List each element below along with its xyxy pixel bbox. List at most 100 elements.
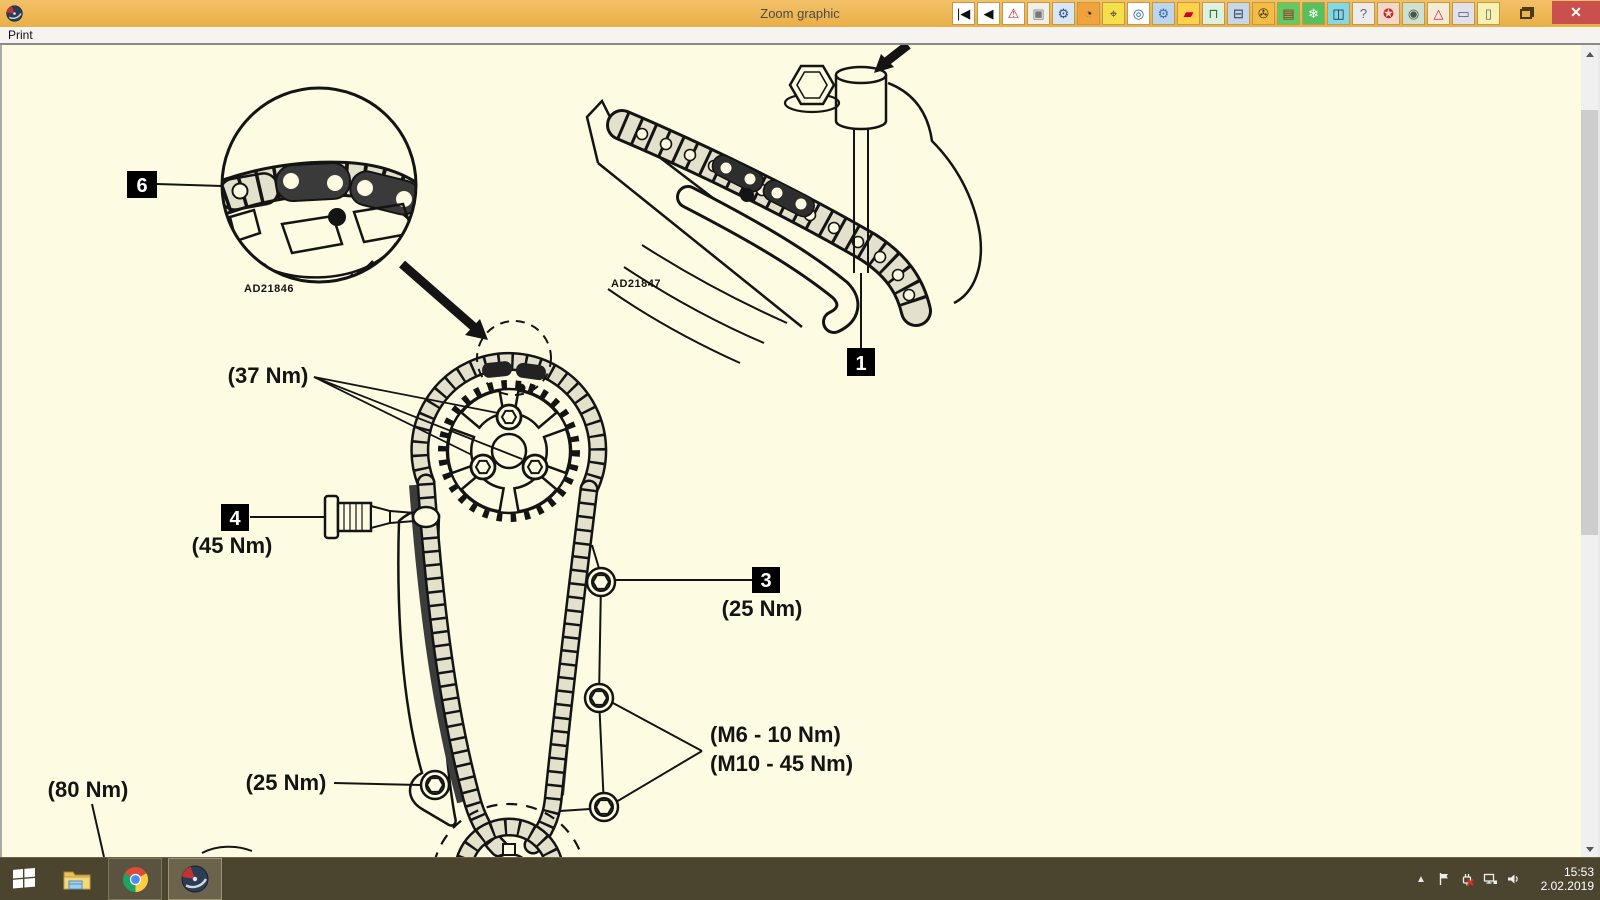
callout-6-label: 6 bbox=[136, 175, 147, 197]
toolbar-abs-warning-icon[interactable]: △ bbox=[1427, 2, 1450, 25]
marked-chain-link bbox=[711, 154, 764, 193]
network-icon[interactable] bbox=[1482, 871, 1498, 887]
callout-1-label: 1 bbox=[855, 353, 866, 375]
sprocket-bolt bbox=[521, 453, 549, 481]
graphic-viewport: 6 AD21846 bbox=[0, 45, 1600, 858]
toolbar-airbags-srs-icon[interactable]: ✪ bbox=[1377, 2, 1400, 25]
toolbar-wheel-alignment-icon[interactable]: ◎ bbox=[1127, 2, 1150, 25]
toolbar-battery-disconnection-icon[interactable]: ▤ bbox=[1277, 2, 1300, 25]
tensioner-bolt-drawing bbox=[323, 494, 441, 540]
toolbar-air-conditioning-icon[interactable]: ❄ bbox=[1302, 2, 1325, 25]
toolbar-repair-times-icon[interactable]: ⚙ bbox=[1052, 2, 1075, 25]
window-edge bbox=[1598, 45, 1600, 858]
toolbar-technical-alerts-icon[interactable]: ⚠ bbox=[1002, 2, 1025, 25]
torque-sprocket-bolts: (37 Nm) bbox=[228, 363, 309, 388]
guide-bolt bbox=[588, 791, 620, 823]
file-explorer-button[interactable] bbox=[52, 858, 102, 900]
clock-time: 15:53 bbox=[1563, 865, 1594, 879]
app-disc-icon bbox=[6, 5, 23, 27]
guide-bolt bbox=[585, 566, 617, 598]
tray-expand-icon[interactable]: ▲ bbox=[1416, 873, 1426, 885]
toolbar-road-tests-icon[interactable]: ▰ bbox=[1177, 2, 1200, 25]
tensioner-arm bbox=[397, 508, 457, 827]
chrome-button[interactable] bbox=[108, 858, 162, 900]
torque-guide-bolt-top: (25 Nm) bbox=[722, 596, 803, 621]
torque-m6: (M6 - 10 Nm) bbox=[710, 722, 841, 747]
toolbar-nav-first-button[interactable]: |◀ bbox=[952, 2, 975, 25]
camshaft-sprocket bbox=[438, 380, 580, 522]
toolbar-vehicle-lift-icon[interactable]: ⊓ bbox=[1202, 2, 1225, 25]
toolbar-key-programming-icon[interactable]: ✇ bbox=[1252, 2, 1275, 25]
detail-inset-chain-links: 6 AD21846 bbox=[127, 86, 488, 340]
guide-bolt bbox=[583, 682, 615, 714]
action-center-flag-icon[interactable] bbox=[1436, 871, 1452, 887]
toolbar-abs-wheel-icon[interactable]: ◉ bbox=[1402, 2, 1425, 25]
marked-chain-link bbox=[762, 179, 815, 218]
scroll-up-button[interactable] bbox=[1581, 45, 1598, 62]
sprocket-bolt bbox=[495, 403, 523, 431]
toolbar-engine-management-icon[interactable]: ⚙ bbox=[1152, 2, 1175, 25]
camshaft-bolt bbox=[783, 64, 841, 114]
close-button[interactable]: ✕ bbox=[1552, 1, 1600, 24]
pointer-arrow bbox=[874, 54, 894, 73]
system-tray: ▲ bbox=[1413, 858, 1600, 900]
callout-4 bbox=[221, 504, 249, 531]
power-issue-icon[interactable] bbox=[1459, 871, 1475, 887]
timing-chain-diagram: 6 AD21846 bbox=[48, 45, 983, 858]
start-button[interactable] bbox=[0, 858, 48, 900]
toolbar-eps-data-icon[interactable]: ⊟ bbox=[1227, 2, 1250, 25]
blanking-plug bbox=[834, 65, 888, 131]
folder-icon bbox=[63, 871, 91, 890]
arm-bolt bbox=[419, 769, 451, 801]
toolbar-diagnostics-help-icon[interactable]: ? bbox=[1352, 2, 1375, 25]
clock-date: 2.02.2019 bbox=[1540, 879, 1594, 893]
menu-bar: Print bbox=[0, 27, 1600, 45]
autodata-app-button[interactable] bbox=[168, 858, 222, 900]
windows-logo-icon bbox=[13, 867, 35, 889]
figure-id-left: AD21846 bbox=[244, 283, 294, 295]
keyway bbox=[502, 843, 516, 856]
toolbar-zoom-graphic-icon[interactable]: ▣ bbox=[1027, 2, 1050, 25]
vertical-scrollbar[interactable] bbox=[1581, 45, 1598, 858]
marked-chain-link bbox=[274, 161, 352, 203]
toolbar-body-repairs-icon[interactable]: ▭ bbox=[1452, 2, 1475, 25]
callout-4-label: 4 bbox=[229, 508, 241, 530]
main-assembly: (37 Nm) 4 (45 Nm) 3 (25 Nm) bbox=[48, 320, 853, 858]
crankshaft-sprocket bbox=[434, 802, 584, 858]
scrollbar-thumb[interactable] bbox=[1581, 110, 1598, 535]
timing-mark-dot bbox=[328, 208, 346, 226]
taskbar: ▲ bbox=[0, 857, 1600, 900]
torque-m10: (M10 - 45 Nm) bbox=[710, 751, 853, 776]
toolbar-diagnostic-trouble-codes-icon[interactable]: ⌖ bbox=[1102, 2, 1125, 25]
marked-chain-link bbox=[482, 361, 513, 378]
sprocket-bolt bbox=[469, 453, 497, 481]
detail-area-circle bbox=[476, 320, 552, 396]
taskbar-clock[interactable]: 15:53 2.02.2019 bbox=[1528, 865, 1594, 893]
torque-arm-bolt: (25 Nm) bbox=[246, 770, 327, 795]
restore-icon bbox=[1520, 6, 1534, 19]
toolbar-nav-back-button[interactable]: ◀ bbox=[977, 2, 1000, 25]
figure-id-right: AD21847 bbox=[611, 278, 661, 290]
autodata-disc-icon bbox=[181, 865, 209, 893]
toolbar-service-illustrations-icon[interactable]: ◔ bbox=[1077, 2, 1100, 25]
volume-icon[interactable] bbox=[1505, 871, 1521, 887]
window-title: Zoom graphic bbox=[760, 6, 840, 21]
restore-button[interactable] bbox=[1512, 1, 1542, 24]
marked-chain-link bbox=[515, 362, 546, 381]
callout-3 bbox=[752, 567, 780, 593]
menu-print[interactable]: Print bbox=[8, 28, 33, 42]
title-bar: Zoom graphic |◀◀⚠▣⚙◔⌖◎⚙▰⊓⊟✇▤❄◫?✪◉△▭▯ ✕ bbox=[0, 0, 1600, 28]
chrome-icon bbox=[122, 866, 148, 892]
toolbar-brake-discs-icon[interactable]: ◫ bbox=[1327, 2, 1350, 25]
scroll-down-button[interactable] bbox=[1581, 841, 1598, 858]
callout-6 bbox=[127, 171, 157, 198]
callout-1 bbox=[847, 348, 875, 376]
toolbar: |◀◀⚠▣⚙◔⌖◎⚙▰⊓⊟✇▤❄◫?✪◉△▭▯ bbox=[952, 2, 1500, 25]
camshaft-inset: 1 AD21847 bbox=[585, 45, 983, 376]
callout-3-label: 3 bbox=[760, 570, 771, 592]
timing-mark-dot bbox=[740, 188, 754, 202]
chain-guide-left bbox=[409, 484, 467, 804]
timing-mark-dot bbox=[516, 383, 526, 393]
toolbar-switch-locations-icon[interactable]: ▯ bbox=[1477, 2, 1500, 25]
torque-crank-bolt: (80 Nm) bbox=[48, 777, 129, 802]
